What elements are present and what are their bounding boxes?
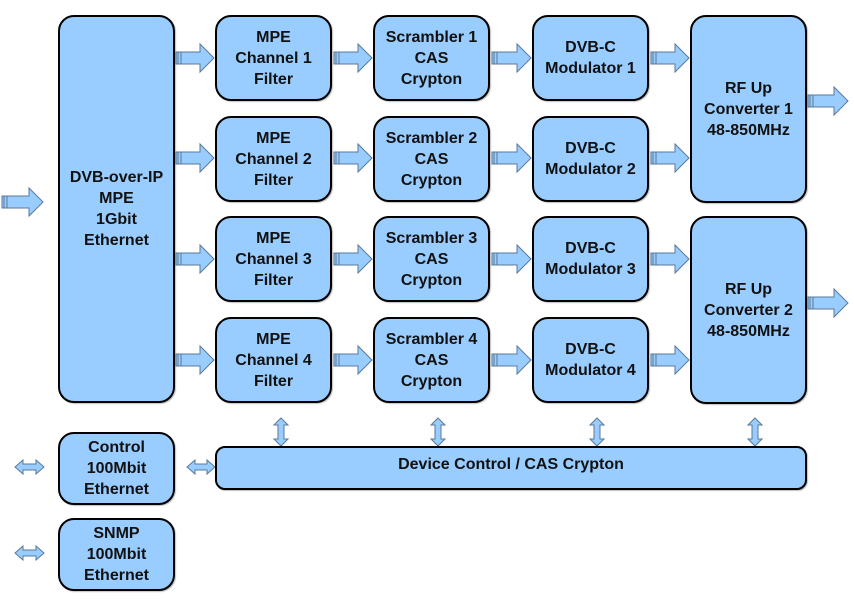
- scrambler-4-block: Scrambler 4 CAS Crypton: [373, 317, 490, 403]
- snmp-ethernet-block: SNMP 100Mbit Ethernet: [58, 518, 175, 591]
- mpe-filter-1-block: MPE Channel 1 Filter: [215, 15, 332, 101]
- device-control-label: Device Control / CAS Crypton: [398, 456, 624, 473]
- mpe-filter-3-block: MPE Channel 3 Filter: [215, 216, 332, 302]
- device-control-block: Device Control / CAS Crypton: [215, 446, 807, 490]
- output-arrow-2-icon: [807, 287, 849, 319]
- scrambler-4-label: Scrambler 4 CAS Crypton: [385, 330, 478, 390]
- arrow-filter-to-scrambler-4-icon: [333, 344, 373, 376]
- modulator-4-block: DVB-C Modulator 4: [532, 317, 649, 403]
- control-ethernet-label: Control 100Mbit Ethernet: [84, 439, 149, 498]
- input-arrow-icon: [1, 186, 44, 218]
- mpe-filter-2-block: MPE Channel 2 Filter: [215, 116, 332, 202]
- device-control-bus-arrow-1-icon: [272, 417, 290, 447]
- mpe-filter-4-label: MPE Channel 4 Filter: [235, 330, 312, 390]
- modulator-2-label: DVB-C Modulator 2: [545, 140, 636, 178]
- arrow-scrambler-to-modulator-1-icon: [491, 42, 532, 74]
- snmp-ethernet-label: SNMP 100Mbit Ethernet: [84, 525, 149, 584]
- arrow-filter-to-scrambler-3-icon: [333, 243, 373, 275]
- control-ethernet-block: Control 100Mbit Ethernet: [58, 432, 175, 505]
- arrow-scrambler-to-modulator-2-icon: [491, 142, 532, 174]
- modulator-4-label: DVB-C Modulator 4: [545, 341, 636, 379]
- arrow-modulator-to-upconverter-4-icon: [650, 344, 690, 376]
- arrow-modulator-to-upconverter-1-icon: [650, 42, 690, 74]
- scrambler-2-label: Scrambler 2 CAS Crypton: [385, 129, 478, 189]
- arrow-scrambler-to-modulator-4-icon: [491, 344, 532, 376]
- mpe-filter-4-block: MPE Channel 4 Filter: [215, 317, 332, 403]
- dvb-over-ip-label: DVB-over-IP MPE 1Gbit Ethernet: [69, 169, 164, 249]
- device-control-bus-arrow-3-icon: [588, 417, 606, 447]
- scrambler-1-block: Scrambler 1 CAS Crypton: [373, 15, 490, 101]
- modulator-3-block: DVB-C Modulator 3: [532, 216, 649, 302]
- scrambler-1-label: Scrambler 1 CAS Crypton: [385, 28, 478, 88]
- upconverter-1-label: RF Up Converter 1 48-850MHz: [704, 79, 793, 139]
- control-to-device-arrow-icon: [186, 458, 216, 476]
- arrow-ip-to-filter-1-icon: [175, 42, 215, 74]
- modulator-1-block: DVB-C Modulator 1: [532, 15, 649, 101]
- scrambler-2-block: Scrambler 2 CAS Crypton: [373, 116, 490, 202]
- arrow-modulator-to-upconverter-2-icon: [650, 142, 690, 174]
- mpe-filter-2-label: MPE Channel 2 Filter: [235, 129, 312, 189]
- modulator-3-label: DVB-C Modulator 3: [545, 240, 636, 278]
- modulator-2-block: DVB-C Modulator 2: [532, 116, 649, 202]
- arrow-filter-to-scrambler-1-icon: [333, 42, 373, 74]
- upconverter-1-block: RF Up Converter 1 48-850MHz: [690, 15, 807, 203]
- snmp-bidirectional-arrow-icon: [14, 544, 45, 562]
- arrow-ip-to-filter-3-icon: [175, 243, 215, 275]
- control-bidirectional-arrow-icon: [14, 458, 45, 476]
- output-arrow-1-icon: [807, 85, 849, 117]
- arrow-ip-to-filter-4-icon: [175, 344, 215, 376]
- scrambler-3-block: Scrambler 3 CAS Crypton: [373, 216, 490, 302]
- mpe-filter-3-label: MPE Channel 3 Filter: [235, 229, 312, 289]
- scrambler-3-label: Scrambler 3 CAS Crypton: [385, 229, 478, 289]
- dvb-over-ip-block: DVB-over-IP MPE 1Gbit Ethernet: [58, 15, 175, 403]
- arrow-ip-to-filter-2-icon: [175, 142, 215, 174]
- modulator-1-label: DVB-C Modulator 1: [545, 39, 636, 77]
- mpe-filter-1-label: MPE Channel 1 Filter: [235, 28, 312, 88]
- upconverter-2-label: RF Up Converter 2 48-850MHz: [704, 280, 793, 340]
- device-control-bus-arrow-4-icon: [746, 417, 764, 447]
- arrow-scrambler-to-modulator-3-icon: [491, 243, 532, 275]
- arrow-filter-to-scrambler-2-icon: [333, 142, 373, 174]
- arrow-modulator-to-upconverter-3-icon: [650, 243, 690, 275]
- device-control-bus-arrow-2-icon: [429, 417, 447, 447]
- upconverter-2-block: RF Up Converter 2 48-850MHz: [690, 216, 807, 404]
